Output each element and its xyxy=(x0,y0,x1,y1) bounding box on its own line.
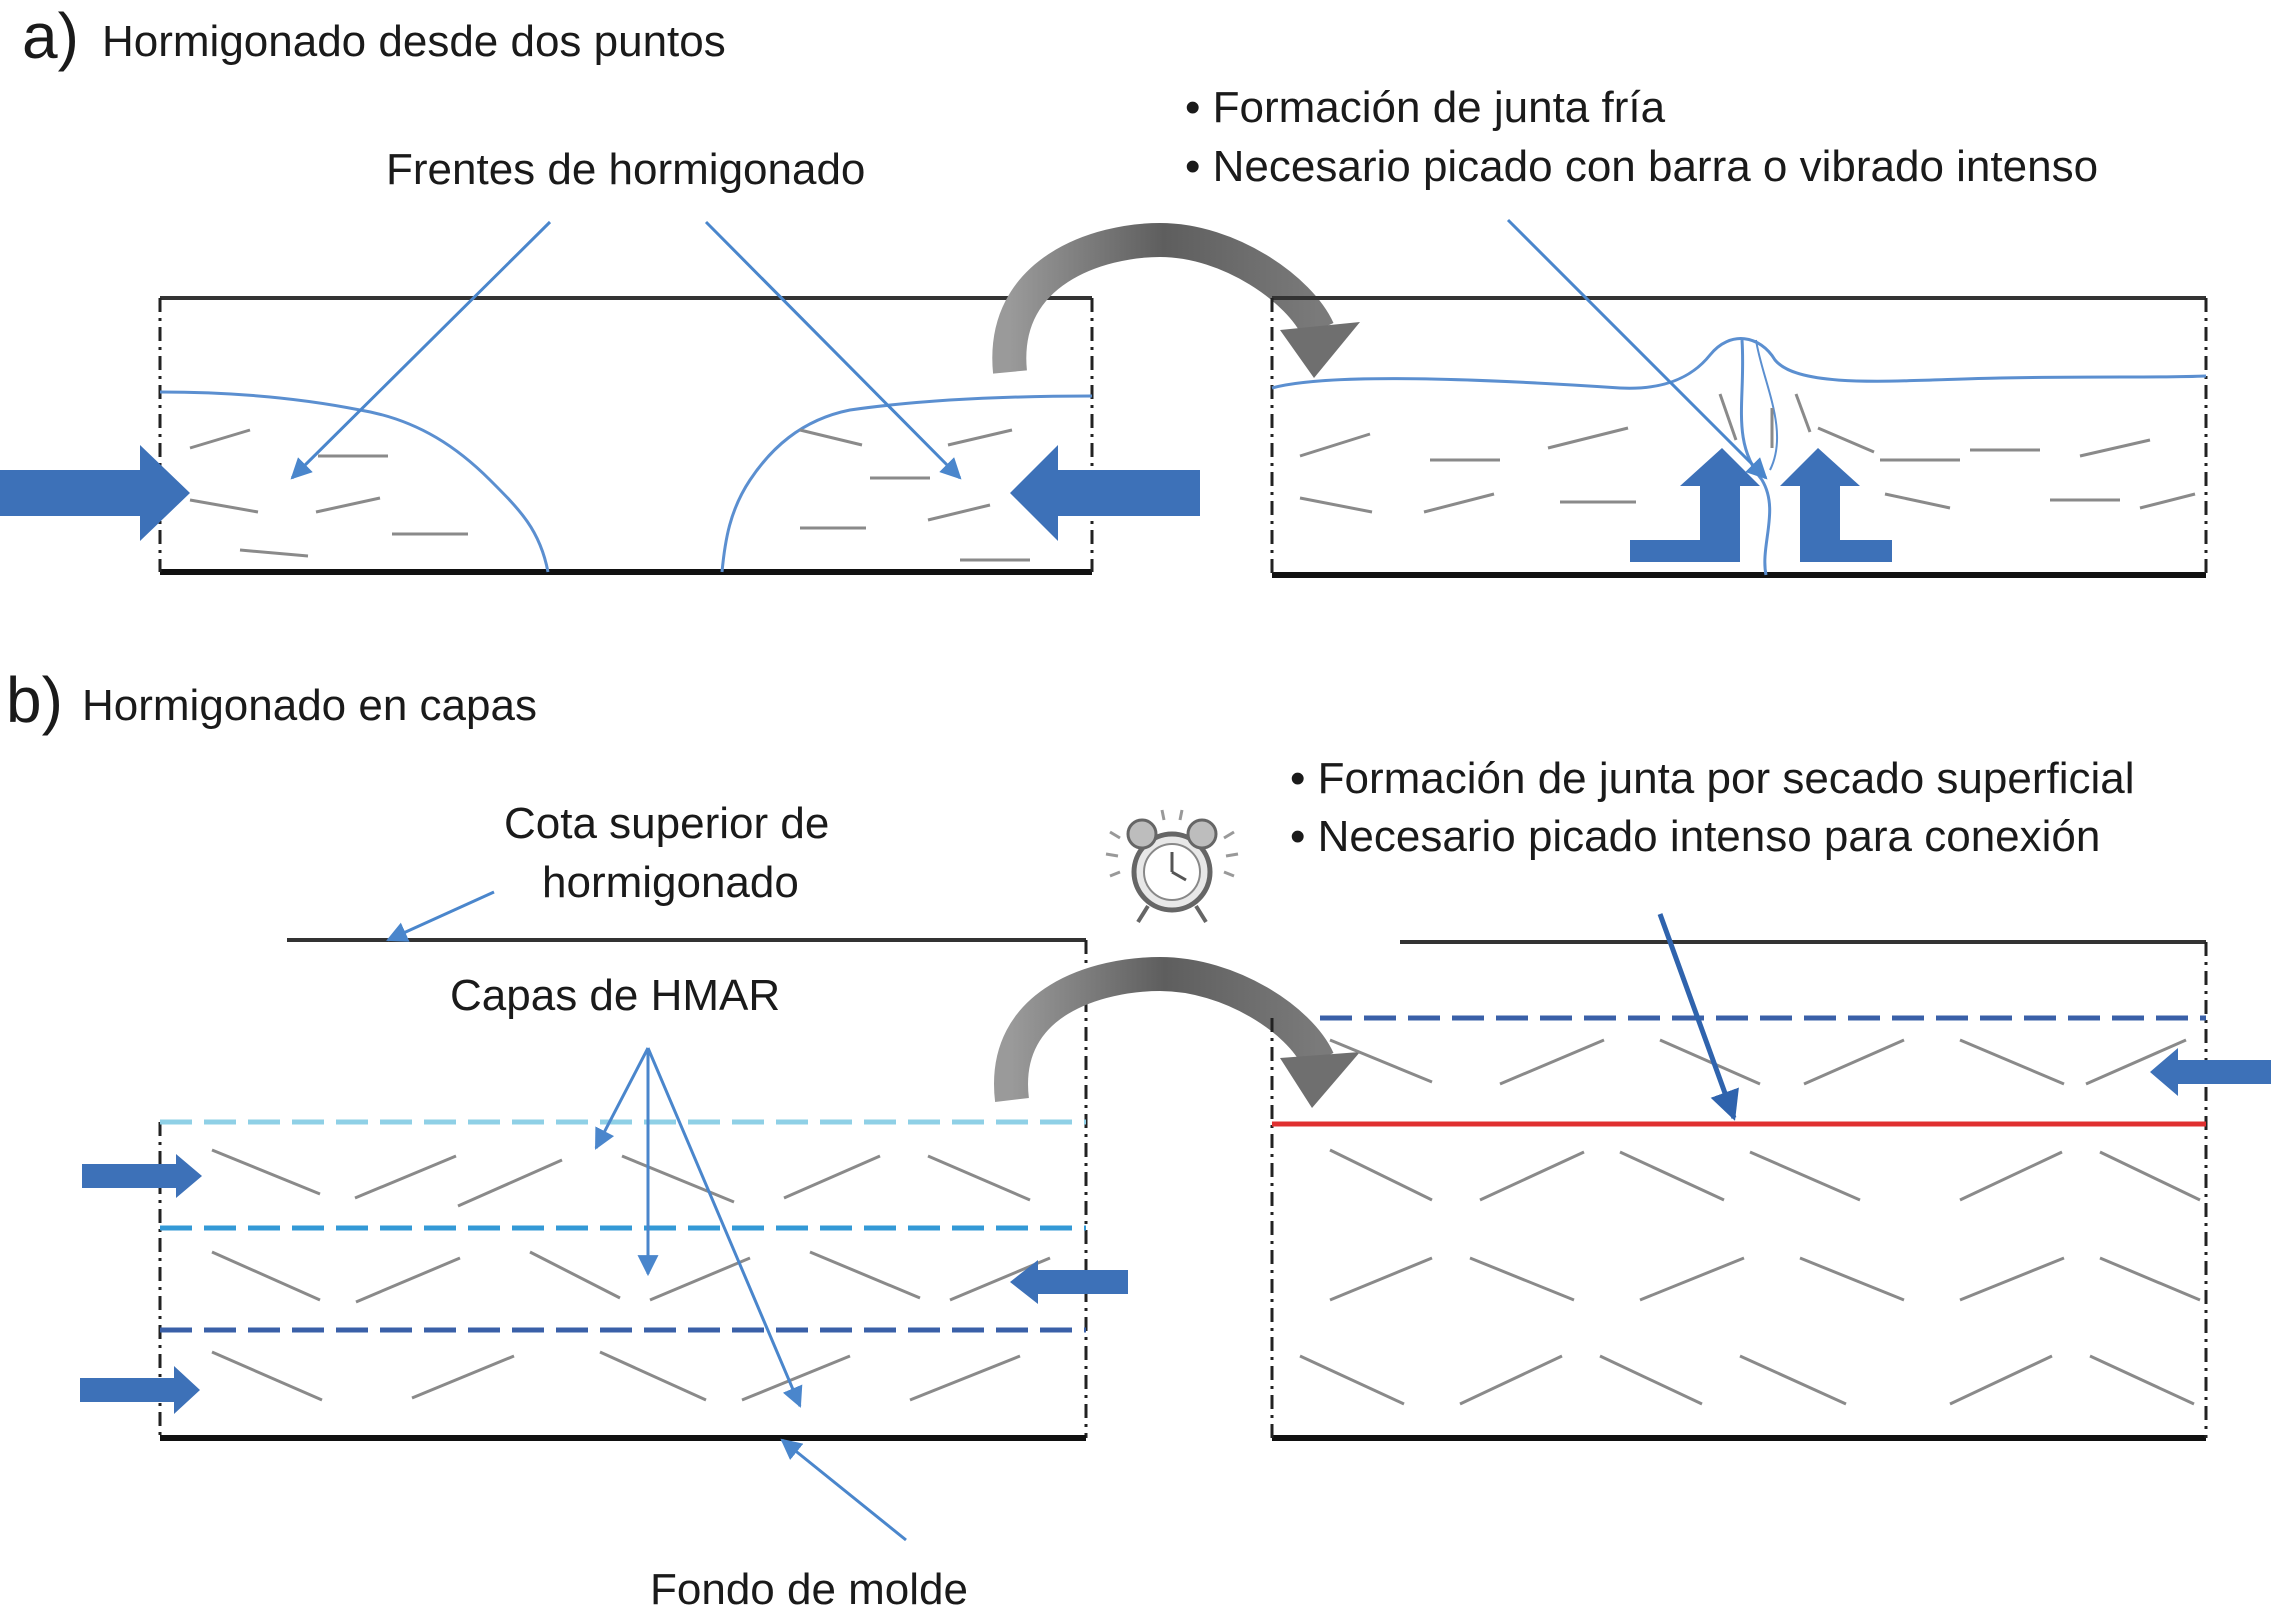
inflow-arrow-b-1 xyxy=(82,1154,202,1198)
upflow-arrow-right xyxy=(1780,448,1892,562)
inflow-arrow-b-3 xyxy=(80,1366,200,1414)
cold-joint-pointer xyxy=(1506,218,1768,480)
panel-a: a) Hormigonado desde dos puntos Frentes … xyxy=(0,0,2208,578)
panel-a-letter: a) xyxy=(22,0,79,72)
top-level-pointer xyxy=(386,890,495,942)
inflow-arrow-left-a xyxy=(0,445,190,541)
formwork-left-a xyxy=(158,296,1094,575)
fronts-pointer-right xyxy=(704,220,962,480)
rodding-bullet: • Necesario picado con barra o vibrado i… xyxy=(1185,142,2098,191)
inflow-arrow-right-a xyxy=(1010,445,1200,541)
upflow-arrow-left xyxy=(1630,448,1760,562)
inflow-arrow-b-2 xyxy=(1010,1260,1128,1304)
aggregates-right-b xyxy=(1299,1038,2201,1406)
panel-b: b) Hormigonado en capas Cota superior de… xyxy=(6,664,2271,1614)
concrete-front-left xyxy=(159,390,550,573)
top-level-label-1: Cota superior de xyxy=(504,799,829,848)
intense-rodding-bullet: • Necesario picado intenso para conexión xyxy=(1290,812,2100,861)
panel-b-letter: b) xyxy=(6,664,63,736)
mould-bottom-pointer xyxy=(780,1438,907,1542)
cold-joint-bullet: • Formación de junta fría xyxy=(1185,83,1666,132)
cold-joint-seam-2 xyxy=(1755,339,1779,471)
surface-joint-pointer xyxy=(1657,913,1739,1121)
inflow-arrow-b-right xyxy=(2150,1048,2271,1096)
surface-joint-bullet: • Formación de junta por secado superfic… xyxy=(1290,754,2135,803)
panel-a-title: Hormigonado desde dos puntos xyxy=(102,17,726,66)
mould-bottom-label: Fondo de molde xyxy=(650,1565,968,1614)
fronts-pointer-left xyxy=(290,220,552,480)
top-level-label-2: hormigonado xyxy=(542,858,799,907)
layers-label: Capas de HMAR xyxy=(450,971,780,1020)
curved-arrow-a xyxy=(992,222,1360,378)
layers-pointer-1 xyxy=(594,1047,650,1150)
formwork-right-b xyxy=(1270,940,2208,1441)
formwork-right-a xyxy=(1270,296,2208,578)
cold-joint-seam xyxy=(1739,339,1772,576)
layers-pointer-3 xyxy=(646,1047,803,1408)
alarm-clock-icon xyxy=(1105,809,1239,924)
curved-arrow-b xyxy=(994,956,1360,1108)
aggregates-left-a xyxy=(189,428,1030,562)
aggregates-right-a xyxy=(1299,393,2196,514)
concrete-front-right xyxy=(720,394,1093,573)
fronts-label: Frentes de hormigonado xyxy=(386,145,865,194)
cold-joint-surface xyxy=(1271,337,2207,390)
panel-b-title: Hormigonado en capas xyxy=(82,681,537,730)
aggregates-left-b xyxy=(211,1148,1051,1402)
